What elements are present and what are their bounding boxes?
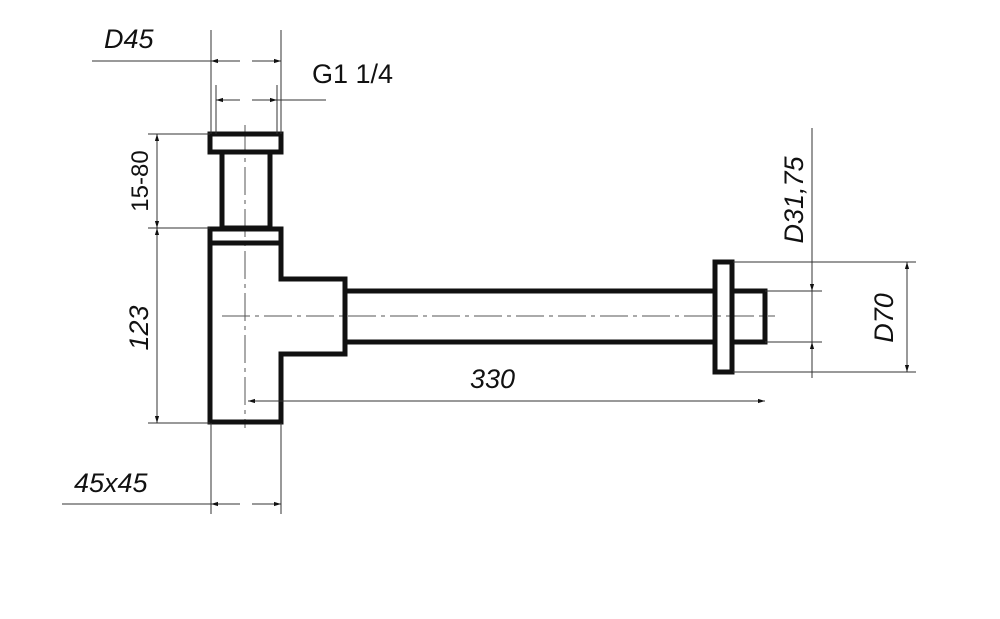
dimension-label-330: 330 (470, 364, 515, 394)
dimension-d45: D45 (92, 24, 282, 134)
dimension-45x45: 45x45 (62, 423, 282, 514)
dimension-label-45x45: 45x45 (74, 468, 149, 498)
dimension-label-d31-75: D31,75 (779, 155, 809, 243)
dimension-label-123: 123 (124, 305, 154, 350)
wall-flange (712, 259, 735, 375)
adjustable-stem (219, 149, 273, 231)
dimension-label-thread: G1 1/4 (312, 59, 393, 89)
dimension-d70: D70 (733, 261, 916, 373)
dimension-label-15-80: 15-80 (127, 150, 154, 211)
dimension-thread: G1 1/4 (215, 59, 393, 134)
trap-body-outline (207, 131, 768, 425)
outlet-pipe (345, 288, 715, 345)
dimension-label-d45: D45 (104, 24, 155, 54)
dimension-d31-75: D31,75 (765, 128, 822, 378)
dimension-330: 330 (248, 364, 765, 404)
dimension-heights: 15-80 123 (124, 133, 210, 424)
pipe-end-stub (729, 288, 768, 345)
dimension-label-d70: D70 (869, 293, 899, 343)
trap-body (207, 226, 348, 425)
